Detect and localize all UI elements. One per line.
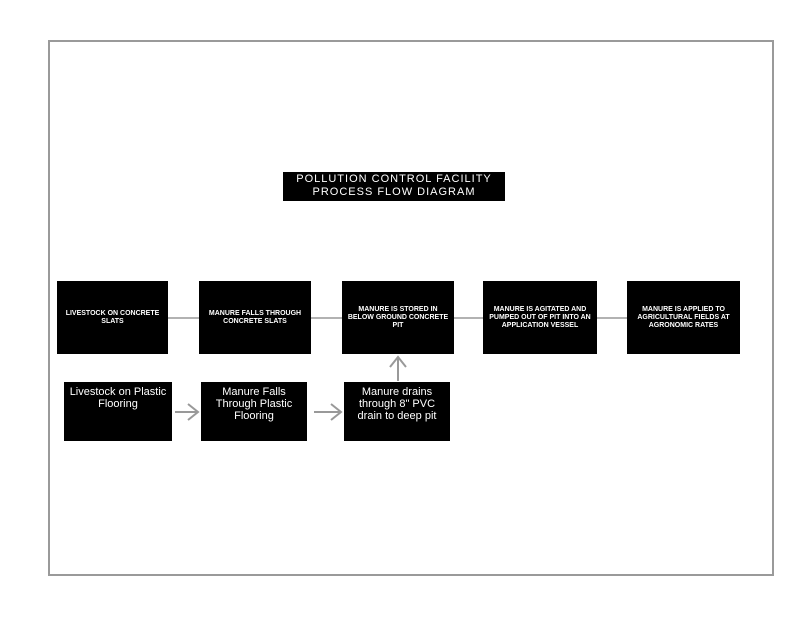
arrow-bottom-2-3 [314, 403, 343, 421]
step-falls-concrete: MANURE FALLS THROUGH CONCRETE SLATS [199, 281, 311, 354]
arrow-bottom-1-2 [175, 403, 200, 421]
title-line-1: POLLUTION CONTROL FACILITY [296, 173, 492, 185]
diagram-frame [48, 40, 774, 576]
step-stored-pit: MANURE IS STORED IN BELOW GROUND CONCRET… [342, 281, 454, 354]
diagram-title: POLLUTION CONTROL FACILITY PROCESS FLOW … [283, 172, 505, 201]
step-applied-fields: MANURE IS APPLIED TO AGRICULTURAL FIELDS… [627, 281, 740, 354]
step-livestock-plastic: Livestock on Plastic Flooring [64, 382, 172, 441]
step-falls-plastic: Manure Falls Through Plastic Flooring [201, 382, 307, 441]
step-livestock-concrete: LIVESTOCK ON CONCRETE SLATS [57, 281, 168, 354]
arrow-up-to-pit [389, 355, 407, 381]
title-line-2: PROCESS FLOW DIAGRAM [312, 186, 476, 198]
step-agitated-pumped: MANURE IS AGITATED AND PUMPED OUT OF PIT… [483, 281, 597, 354]
step-pvc-drain: Manure drains through 8" PVC drain to de… [344, 382, 450, 441]
